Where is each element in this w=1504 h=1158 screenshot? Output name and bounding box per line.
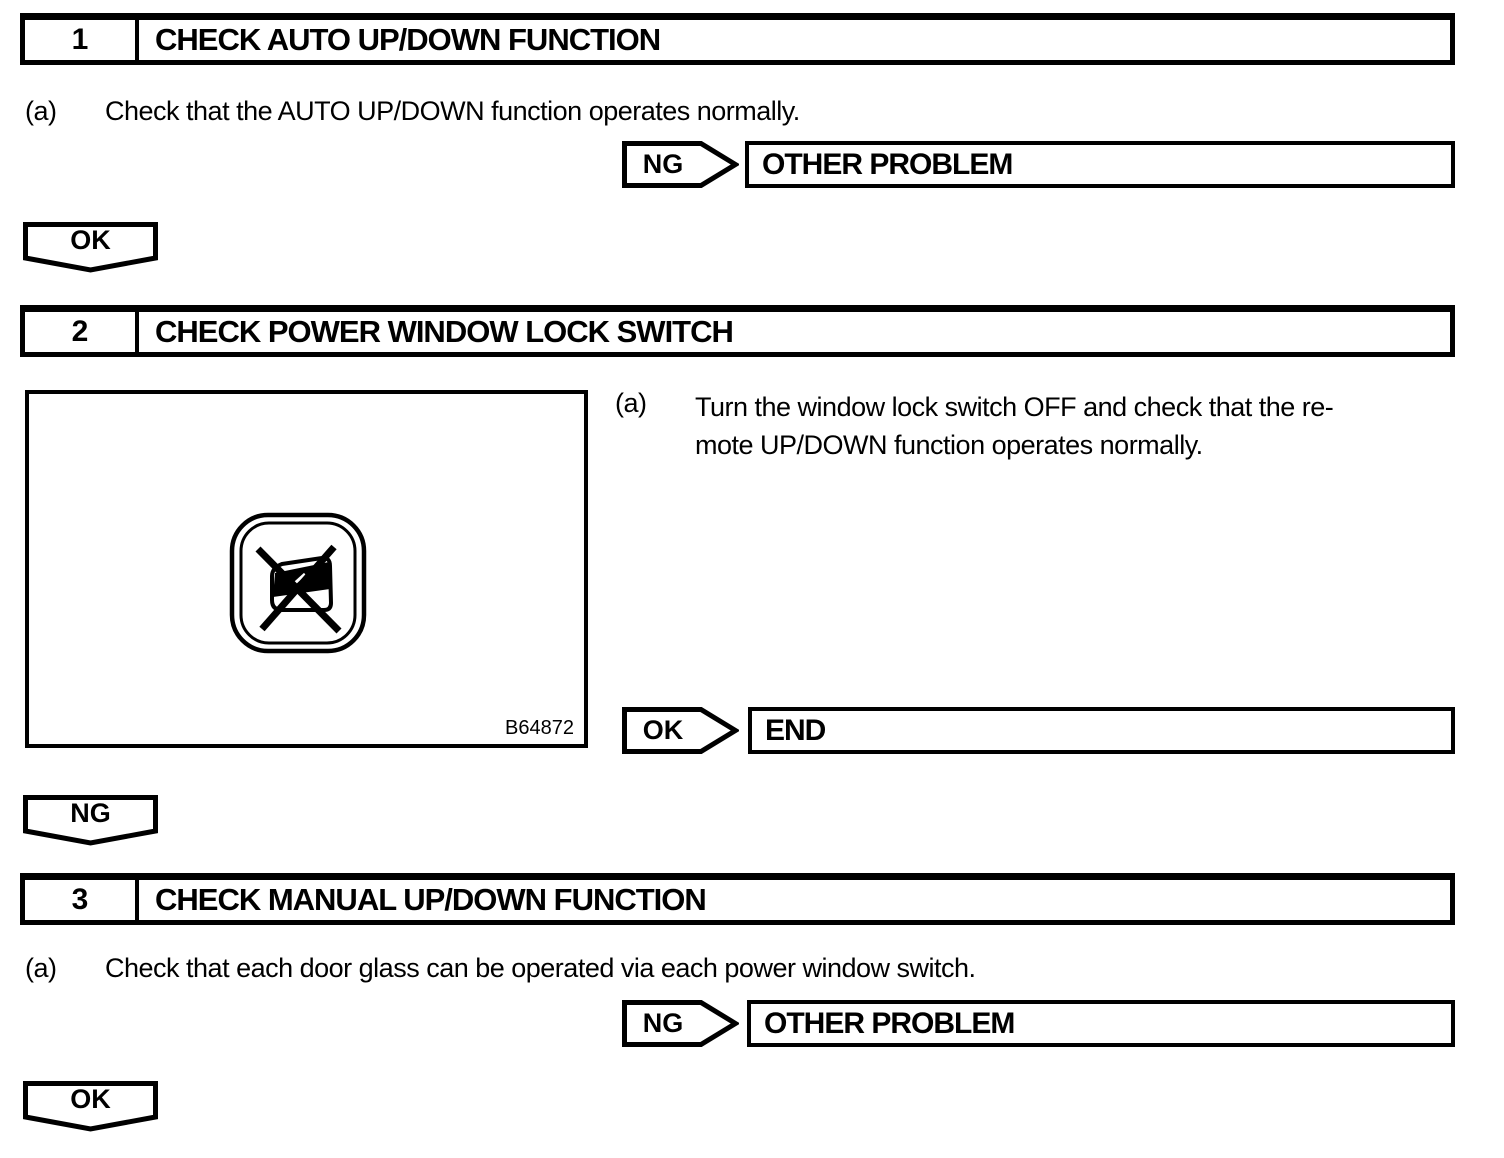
item-text-line-1: Turn the window lock switch OFF and chec… xyxy=(695,392,1334,422)
branch-arrow-icon xyxy=(622,707,739,754)
step-3-ng-branch-arrow: NG xyxy=(622,1000,739,1047)
item-label: (a) xyxy=(25,953,57,983)
branch-arrow-label: NG xyxy=(642,149,684,179)
branch-arrow-icon xyxy=(622,141,739,188)
step-1-title: CHECK AUTO UP/DOWN FUNCTION xyxy=(155,22,661,57)
continue-pentagon-icon xyxy=(23,1081,158,1132)
item-text: Check that the AUTO UP/DOWN function ope… xyxy=(105,96,800,126)
step-2-number: 2 xyxy=(25,312,139,352)
figure-box: B64872 xyxy=(25,390,588,748)
continue-pentagon-icon xyxy=(23,795,158,846)
step-2-procedure-item: (a) Turn the window lock switch OFF and … xyxy=(615,388,1334,464)
item-text: Check that each door glass can be operat… xyxy=(105,953,976,983)
item-text-line-2: mote UP/DOWN function operates normally. xyxy=(695,430,1203,460)
continue-marker-label: NG xyxy=(70,798,111,828)
step-1-ng-branch-arrow: NG xyxy=(622,141,739,188)
step-1-branch-result-box: OTHER PROBLEM xyxy=(745,141,1455,188)
step-3-branch-result-box: OTHER PROBLEM xyxy=(747,1000,1455,1047)
branch-arrow-icon xyxy=(622,1000,739,1047)
figure-code: B64872 xyxy=(505,717,574,739)
step-3-number: 3 xyxy=(25,880,139,920)
step-1-number: 1 xyxy=(25,20,139,60)
window-lock-switch-icon xyxy=(229,512,367,654)
step-3-continue-marker: OK xyxy=(23,1081,158,1132)
step-2-ok-branch-arrow: OK xyxy=(622,707,739,754)
step-3-title: CHECK MANUAL UP/DOWN FUNCTION xyxy=(155,882,707,917)
item-label-spacer xyxy=(615,426,695,464)
item-label: (a) xyxy=(615,388,647,418)
continue-marker-label: OK xyxy=(70,1084,111,1114)
branch-arrow-label: NG xyxy=(642,1008,684,1038)
item-label: (a) xyxy=(25,96,57,126)
step-1-continue-marker: OK xyxy=(23,222,158,273)
step-2-branch-result-box: END xyxy=(748,707,1455,754)
step-3-header: 3 CHECK MANUAL UP/DOWN FUNCTION xyxy=(20,873,1455,925)
continue-marker-label: OK xyxy=(70,225,111,255)
step-1-procedure-item: (a) Check that the AUTO UP/DOWN function… xyxy=(25,96,800,127)
step-2-continue-marker: NG xyxy=(23,795,158,846)
continue-pentagon-icon xyxy=(23,222,158,273)
step-2-title: CHECK POWER WINDOW LOCK SWITCH xyxy=(155,314,734,349)
step-1-header: 1 CHECK AUTO UP/DOWN FUNCTION xyxy=(20,13,1455,65)
step-2-header: 2 CHECK POWER WINDOW LOCK SWITCH xyxy=(20,305,1455,357)
step-3-procedure-item: (a) Check that each door glass can be op… xyxy=(25,953,976,984)
branch-arrow-label: OK xyxy=(642,715,684,745)
